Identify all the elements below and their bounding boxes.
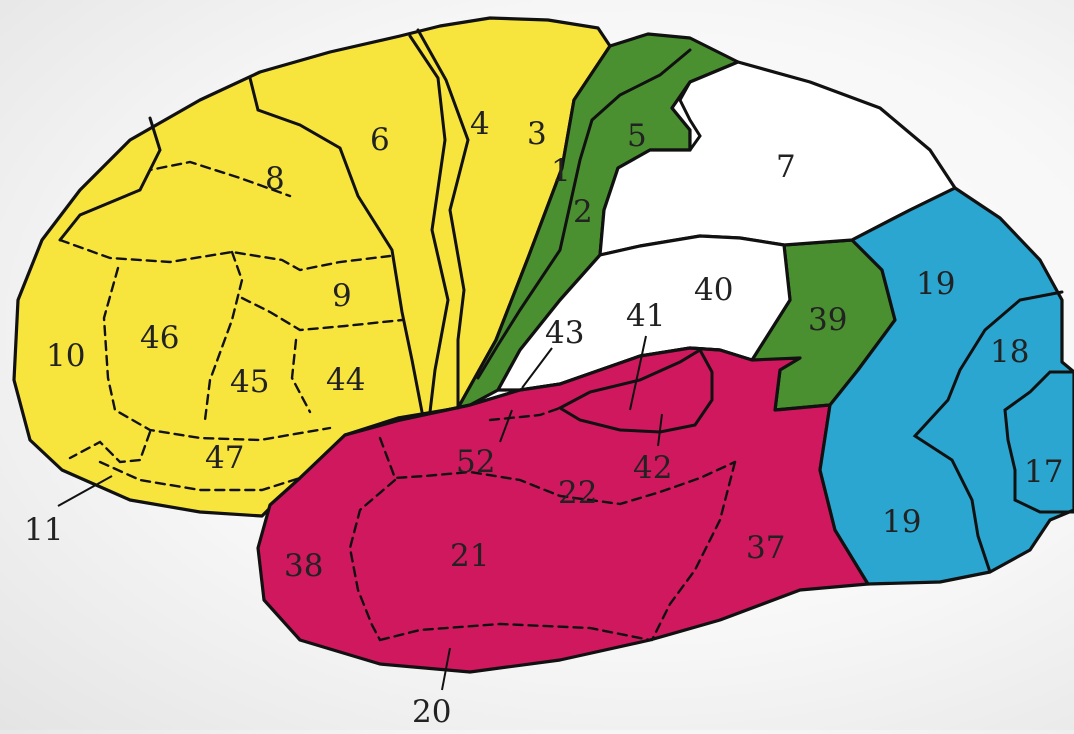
label-area-2: 2 [573, 194, 593, 230]
label-area-52: 52 [456, 444, 495, 480]
label-area-7: 7 [776, 149, 796, 185]
label-area-11: 11 [24, 512, 63, 548]
label-area-39: 39 [808, 302, 847, 338]
label-area-46: 46 [140, 320, 179, 356]
label-area-43: 43 [545, 315, 584, 351]
label-area-21: 21 [450, 538, 489, 574]
label-area-1: 1 [551, 153, 571, 189]
label-area-5: 5 [627, 118, 647, 154]
label-area-19-upper: 19 [916, 266, 955, 302]
label-area-38: 38 [284, 548, 323, 584]
label-area-8: 8 [265, 161, 285, 197]
label-area-45: 45 [230, 364, 269, 400]
label-area-37: 37 [746, 530, 785, 566]
label-area-22: 22 [558, 475, 597, 511]
label-area-3: 3 [527, 116, 547, 152]
label-area-20: 20 [412, 694, 451, 730]
label-area-6: 6 [370, 122, 390, 158]
label-area-42: 42 [633, 450, 672, 486]
label-area-41: 41 [626, 298, 665, 334]
label-area-18: 18 [990, 334, 1029, 370]
label-area-4: 4 [470, 106, 490, 142]
label-area-44: 44 [326, 362, 365, 398]
label-area-17: 17 [1024, 454, 1063, 490]
label-area-10: 10 [46, 338, 85, 374]
label-area-47: 47 [205, 440, 244, 476]
label-area-9: 9 [332, 278, 352, 314]
label-area-19-lower: 19 [882, 504, 921, 540]
label-area-40: 40 [694, 272, 733, 308]
